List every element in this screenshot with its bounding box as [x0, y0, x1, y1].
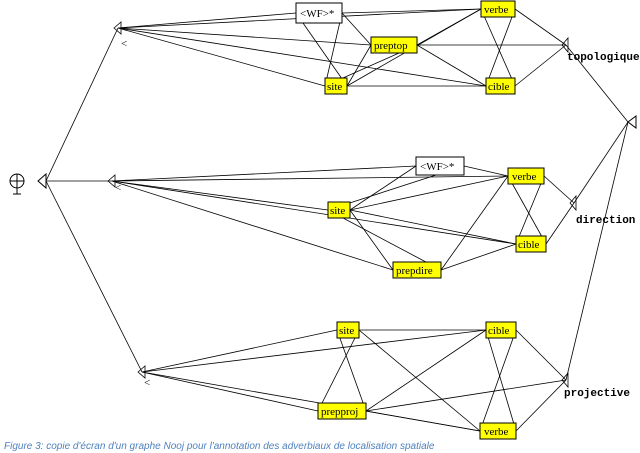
svg-text:verbe: verbe: [484, 426, 509, 438]
edge-tN-cb1L: [117, 27, 487, 87]
svg-text:prepdire: prepdire: [396, 265, 433, 277]
edge-wf1R-vb1L: [341, 8, 482, 14]
edge-wf1R-st1L: [324, 12, 343, 87]
branch-node-bN: [137, 365, 146, 379]
node-wf-mid: <WF>*: [415, 156, 465, 176]
edge-st2R-wf2L: [349, 165, 417, 211]
node-verbe-mid: verbe: [507, 167, 545, 185]
output-node-dirOut: [569, 194, 577, 212]
edge-mN-vb2L: [111, 175, 509, 182]
edge-start-tN: [45, 27, 119, 182]
output-projective: projective: [564, 388, 630, 400]
edge-vb2R-dirOut: [543, 175, 575, 204]
edge-bN-pjL: [141, 371, 319, 412]
edge-vb3R-projOut: [515, 379, 567, 432]
svg-text:cible: cible: [488, 81, 509, 93]
edge-mN-pdL: [111, 180, 394, 271]
edge-cb3R-vb3L: [479, 329, 517, 432]
edge-pjR-cb3L: [365, 329, 487, 412]
edge-mN-cb2L: [111, 180, 517, 245]
edge-projOut-fin: [565, 121, 629, 381]
node-site-bot: site: [336, 321, 360, 339]
output-direction: direction: [576, 215, 635, 227]
edge-wf1R-ppL: [341, 12, 372, 46]
edge-mN-wf2L: [111, 165, 417, 182]
final-state-node: [627, 115, 637, 129]
node-wf-top: <WF>*: [295, 2, 343, 24]
top-branch-marker: <: [121, 38, 127, 50]
edge-pdR-st2L: [327, 209, 442, 271]
edge-st3R-pjL: [317, 329, 360, 412]
node-site-mid: site: [327, 201, 351, 219]
node-site-top: site: [324, 77, 348, 95]
edge-st2R-cb2L: [349, 209, 517, 245]
edge-bN-cb3L: [141, 329, 487, 373]
edge-st2R-vb2L: [349, 175, 509, 211]
edge-tN-st1L: [117, 27, 326, 87]
node-prepproj: prepproj: [317, 402, 367, 420]
svg-text:cible: cible: [488, 325, 509, 337]
node-preptop: preptop: [370, 36, 418, 54]
edge-wf2R-vb2L: [463, 165, 509, 177]
edge-pjR-st3L: [336, 329, 367, 412]
bottom-branch-marker: <: [144, 377, 150, 389]
node-cible-mid: cible: [515, 235, 547, 253]
edge-start-bN: [45, 180, 143, 373]
initial-state-node: [9, 172, 47, 195]
node-cible-bot: cible: [485, 321, 517, 339]
output-topologique: topologique: [567, 52, 640, 64]
output-node-projOut: [561, 371, 569, 389]
svg-text:site: site: [327, 81, 342, 93]
edge-pjR-vb3L: [365, 410, 481, 432]
edge-st3R-vb3L: [358, 329, 481, 432]
edge-cb3R-projOut: [515, 329, 567, 381]
svg-text:verbe: verbe: [512, 171, 537, 183]
edge-pdR-cb2L: [440, 243, 517, 271]
edge-mN-st2L: [111, 180, 329, 211]
edge-ppR-cb1L: [416, 44, 487, 87]
node-verbe-bot: verbe: [479, 422, 517, 440]
edge-cb1R-vb1L: [480, 8, 516, 87]
svg-text:site: site: [339, 325, 354, 337]
edge-cb2R-vb2L: [507, 175, 547, 245]
edge-cb1R-topOut: [514, 44, 567, 87]
node-cible-top: cible: [485, 77, 516, 95]
edge-dirOut-fin: [573, 121, 629, 204]
svg-text:site: site: [330, 205, 345, 217]
svg-text:<WF>*: <WF>*: [300, 8, 334, 20]
edge-tN-ppL: [117, 27, 372, 46]
edge-pjR-projOut: [365, 379, 567, 412]
svg-text:prepproj: prepproj: [321, 406, 358, 418]
edge-vb1R-topOut: [514, 8, 567, 46]
edge-st1R-wf1L: [295, 12, 348, 87]
svg-text:<WF>*: <WF>*: [420, 161, 454, 173]
svg-text:preptop: preptop: [374, 40, 408, 52]
node-verbe-top: verbe: [480, 0, 516, 18]
graph-edges: [45, 8, 629, 432]
edge-bN-st3L: [141, 329, 338, 373]
edge-vb1R-cb1L: [485, 8, 516, 87]
edge-st1R-ppL: [346, 44, 372, 87]
svg-text:verbe: verbe: [484, 4, 509, 16]
svg-text:cible: cible: [518, 239, 539, 251]
edge-tN-wf1L: [117, 12, 297, 29]
edge-vb3R-cb3L: [485, 329, 517, 432]
branch-node-tN: [113, 21, 122, 35]
node-prepdire: prepdire: [392, 261, 442, 279]
output-node-topOut: [561, 36, 569, 54]
edge-st2R-pdL: [349, 209, 394, 271]
edge-cb2R-dirOut: [545, 202, 575, 245]
edge-topOut-fin: [565, 44, 629, 123]
mid-branch-marker: <: [115, 182, 121, 194]
edge-vb2R-cb2L: [515, 175, 545, 245]
edge-pdR-vb2L: [440, 175, 509, 271]
branch-node-mN: [107, 174, 116, 188]
figure-caption: Figure 3: copie d'écran d'un graphe Nooj…: [4, 441, 435, 452]
